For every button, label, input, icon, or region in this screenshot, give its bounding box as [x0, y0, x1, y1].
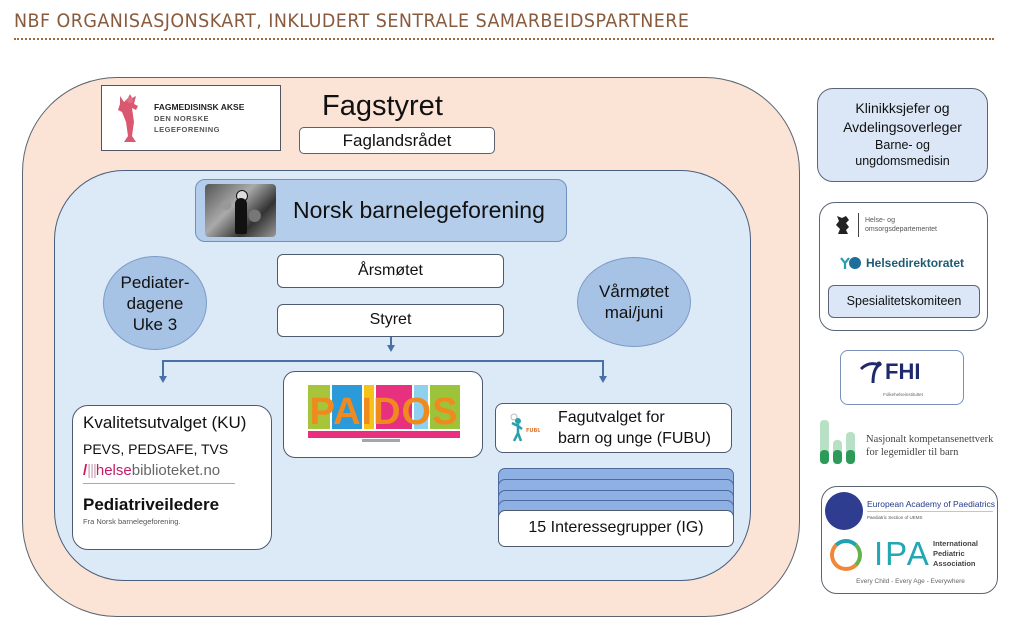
- connector-styret-down: [390, 337, 392, 346]
- varmotet-line-2: mai/juni: [604, 303, 664, 322]
- paidos-wordmark: PAIDOS: [309, 391, 459, 433]
- child-figure-icon: FUBU: [510, 413, 540, 442]
- styret-box: Styret: [277, 304, 504, 337]
- arrowhead-icon: [387, 345, 395, 352]
- fubu-line-1: Fagutvalget for: [558, 409, 665, 426]
- ipa-wordmark: IPA: [874, 535, 931, 572]
- helsedirektoratet-label: Helsedirektoratet: [866, 256, 965, 270]
- nkl-logo: Nasjonalt kompetansenettverk for legemid…: [818, 418, 1008, 466]
- eap-emblem-icon: [825, 492, 863, 530]
- ku-divider: [83, 483, 235, 484]
- kvalitetsutvalget-box: Kvalitetsutvalget (KU) PEVS, PEDSAFE, TV…: [72, 405, 272, 550]
- pediatriveiledere-title: Pediatriveiledere: [83, 495, 220, 514]
- lion-crest-icon: [836, 216, 849, 234]
- klinikk-line-4: ungdomsmedisin: [855, 154, 950, 168]
- statue-logo-icon: [118, 94, 138, 142]
- nkl-line-1: Nasjonalt kompetansenettverk: [866, 434, 994, 445]
- nkl-bars-icon: [820, 420, 855, 464]
- fhi-figure-icon: [859, 361, 883, 384]
- eap-subtitle: Paediatric Section of UEMS: [867, 515, 923, 520]
- varmotet-circle: Vårmøtet mai/juni: [577, 257, 691, 347]
- fhi-wordmark: FHI: [885, 359, 921, 384]
- nkl-line-2: for legemidler til barn: [866, 447, 959, 458]
- pediaterdagene-line-2: dagene: [126, 293, 184, 313]
- klinikk-line-1: Klinikksjefer og: [855, 100, 950, 116]
- helsebiblioteket-logo: /|||helsebiblioteket.no: [83, 462, 221, 479]
- varmotet-line-1: Vårmøtet: [599, 282, 669, 301]
- pediaterdagene-line-3: Uke 3: [132, 314, 178, 334]
- klinikksjefer-box: Klinikksjefer og Avdelingsoverleger Barn…: [817, 88, 988, 182]
- government-box: Helse- og omsorgsdepartementet Helsedire…: [819, 202, 988, 331]
- paidos-journal-box: PAIDOS: [283, 371, 483, 458]
- fubu-box: FUBU Fagutvalget for barn og unge (FUBU): [495, 403, 732, 453]
- eap-title: European Academy of Paediatrics: [867, 499, 996, 509]
- faglandsradet-box: Faglandsrådet: [299, 127, 495, 154]
- fhi-subtitle: Folkehelseinstituttet: [883, 392, 923, 397]
- helsedirektoratet-icon: [840, 257, 861, 269]
- svg-text:FUBU: FUBU: [526, 428, 540, 434]
- fagstyret-title: Fagstyret: [322, 90, 443, 122]
- logo-line-3: LEGEFORENING: [154, 124, 221, 134]
- logo-line-2: DEN NORSKE: [154, 113, 210, 123]
- arrowhead-icon: [159, 376, 167, 383]
- helsedirektoratet-logo: Helsedirektoratet: [840, 255, 964, 271]
- pediaterdagene-line-1: Pediater-: [120, 272, 190, 292]
- hod-line-1: Helse- og: [865, 217, 895, 224]
- title-divider: [14, 38, 994, 40]
- ku-members: PEVS, PEDSAFE, TVS: [83, 441, 229, 457]
- hod-logo: Helse- og omsorgsdepartementet: [834, 213, 937, 237]
- klinikk-line-3: Barne- og: [875, 138, 930, 152]
- arrowhead-icon: [599, 376, 607, 383]
- ku-title: Kvalitetsutvalget (KU): [83, 413, 247, 432]
- page-title: NBF ORGANISASJONSKART, INKLUDERT SENTRAL…: [14, 10, 690, 32]
- logo-line-1: FAGMEDISINSK AKSE: [154, 101, 245, 112]
- ipa-line-1: International: [933, 539, 979, 548]
- klinikk-line-2: Avdelingsoverleger: [843, 119, 962, 135]
- interessegrupper-box: 15 Interessegrupper (IG): [498, 510, 734, 547]
- ipa-tagline: Every Child - Every Age - Everywhere: [856, 578, 965, 585]
- ipa-line-2: Pediatric: [933, 549, 965, 558]
- child-photo: [205, 184, 276, 237]
- pediatriveiledere-subtitle: Fra Norsk barnelegeforening.: [83, 517, 181, 526]
- paidos-logo: PAIDOS: [308, 385, 460, 445]
- fhi-logo-box: FHI Folkehelseinstituttet: [840, 350, 964, 405]
- spesialitetskomiteen-box: Spesialitetskomiteen: [828, 285, 980, 318]
- pediaterdagene-circle: Pediater- dagene Uke 3: [103, 256, 207, 350]
- fubu-line-2: barn og unge (FUBU): [558, 430, 711, 447]
- connector-horizontal: [162, 360, 603, 362]
- nbf-title: Norsk barnelegeforening: [293, 197, 545, 223]
- hod-line-2: omsorgsdepartementet: [865, 226, 937, 233]
- international-partners-box: European Academy of Paediatrics Paediatr…: [821, 486, 998, 594]
- fagmedisinsk-akse-logo: FAGMEDISINSK AKSE DEN NORSKE LEGEFORENIN…: [101, 85, 281, 151]
- ipa-ring-icon: [830, 539, 862, 571]
- connector-right-down: [602, 360, 604, 377]
- nbf-header-box: Norsk barnelegeforening: [195, 179, 567, 242]
- connector-left-down: [162, 360, 164, 377]
- ipa-line-3: Association: [933, 559, 976, 568]
- arsmotet-box: Årsmøtet: [277, 254, 504, 288]
